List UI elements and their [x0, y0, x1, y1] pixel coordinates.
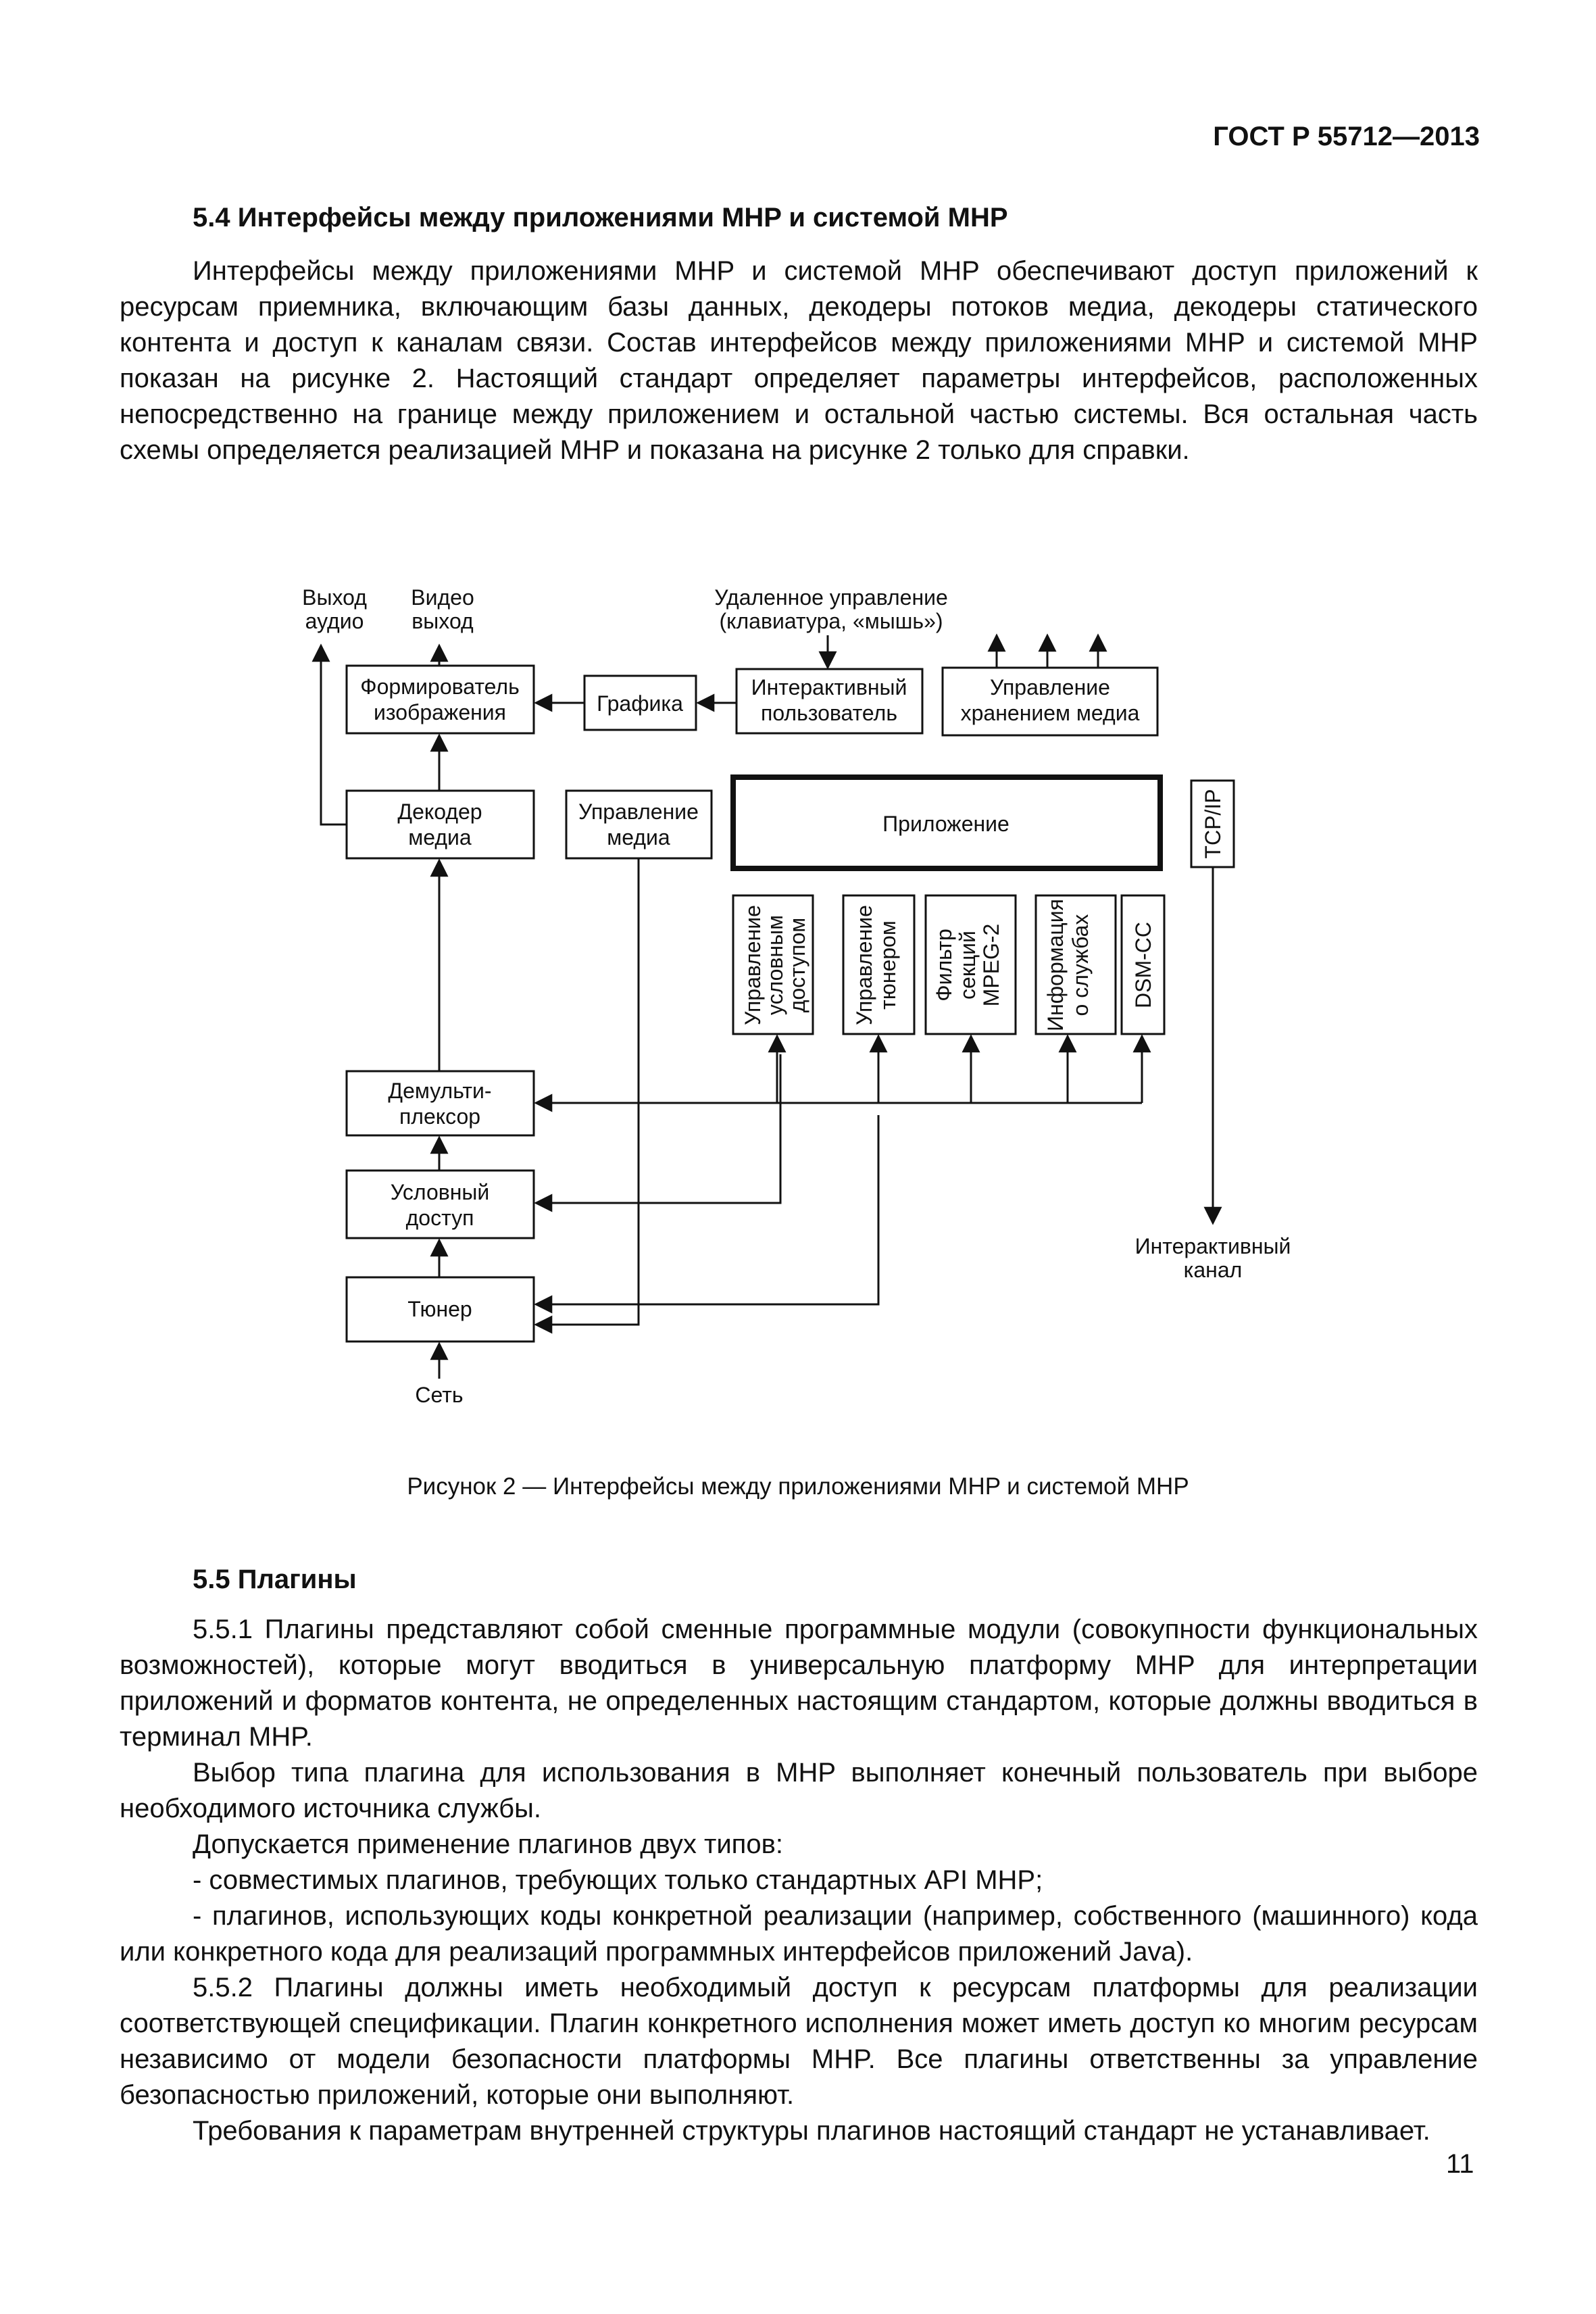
box-service-info — [1034, 894, 1117, 1035]
mhp-interfaces-diagram: Выход аудио Видео выход Удаленное управл… — [302, 585, 1291, 1407]
label-audio-out-2: аудио — [305, 609, 364, 633]
text-ca-mgmt-3: доступом — [785, 918, 809, 1013]
section-5-4-paragraph: Интерфейсы между приложениями MHP и сист… — [120, 256, 1478, 465]
label-remote-1: Удаленное управление — [714, 585, 948, 610]
label-remote-2: (клавиатура, «мышь») — [719, 609, 943, 633]
text-dsmcc: DSM-CC — [1131, 922, 1155, 1008]
text-interactive-user-2: пользователь — [761, 701, 897, 725]
text-interactive-user-1: Интерактивный — [751, 675, 907, 699]
box-dsmcc — [1120, 894, 1166, 1035]
section-5-5-paragraph: 5.5.1 Плагины представляют собой сменные… — [120, 1615, 1478, 1752]
text-cond-access-1: Условный — [391, 1180, 490, 1204]
page-number: 11 — [1446, 2149, 1474, 2179]
text-image-former-1: Формирователь — [360, 674, 520, 699]
text-tuner-mgmt-1: Управление — [852, 905, 876, 1025]
figure-2-diagram: Выход аудио Видео выход Удаленное управл… — [0, 554, 1596, 1433]
text-ca-mgmt-1: Управление — [741, 905, 765, 1025]
text-image-former-2: изображения — [374, 700, 506, 724]
label-audio-out-1: Выход — [302, 585, 367, 610]
text-graphics: Графика — [597, 691, 683, 716]
text-tcpip: TCP/IP — [1201, 789, 1225, 858]
text-media-mgmt-1: Управление — [578, 799, 699, 824]
label-network: Сеть — [415, 1383, 463, 1407]
line-ca-mgmt-to-ca — [534, 1054, 782, 1212]
section-5-5-list-item: - совместимых плагинов, требующих только… — [193, 1865, 1043, 1895]
text-demux-1: Демульти- — [388, 1079, 491, 1103]
label-interactive-channel-2: канал — [1184, 1258, 1243, 1282]
label-video-out-2: выход — [412, 609, 474, 633]
text-application: Приложение — [882, 812, 1009, 836]
label-interactive-channel-1: Интерактивный — [1135, 1234, 1291, 1258]
line-media-mgmt-to-tuner — [534, 858, 640, 1334]
section-5-5-list-item: - плагинов, использующих коды конкретной… — [120, 1901, 1478, 1967]
text-filter-3: MPEG-2 — [979, 924, 1003, 1007]
label-video-out-1: Видео — [411, 585, 474, 610]
section-5-4-body: Интерфейсы между приложениями MHP и сист… — [120, 253, 1478, 468]
text-media-mgmt-2: медиа — [607, 825, 670, 850]
text-service-info-2: о службах — [1068, 914, 1093, 1016]
box-section-filter — [924, 894, 1017, 1035]
text-media-decoder-1: Декодер — [397, 799, 482, 824]
box-cond-access-mgmt — [732, 894, 814, 1035]
section-5-5-paragraph: Допускается применение плагинов двух тип… — [193, 1829, 783, 1859]
text-media-decoder-2: медиа — [408, 825, 472, 850]
box-tuner-mgmt — [842, 894, 916, 1035]
text-cond-access-2: доступ — [406, 1206, 474, 1230]
arrow-to-audio-out — [311, 643, 347, 826]
section-5-5-paragraph: Требования к параметрам внутренней струк… — [193, 2116, 1430, 2146]
text-ca-mgmt-2: условным — [763, 915, 787, 1015]
text-filter-1: Фильтр — [932, 929, 956, 1002]
section-5-4-title: 5.4 Интерфейсы между приложениями MHP и … — [193, 203, 1008, 232]
text-storage-mgmt-1: Управление — [990, 675, 1110, 699]
section-5-5-paragraph: 5.5.2 Плагины должны иметь необходимый д… — [120, 1973, 1478, 2110]
text-tuner-mgmt-2: тюнером — [876, 920, 900, 1010]
text-service-info-1: Информация — [1043, 899, 1068, 1031]
text-demux-2: плексор — [399, 1104, 480, 1129]
document-standard-id: ГОСТ Р 55712—2013 — [1213, 122, 1480, 151]
line-tuner-mgmt-to-tuner — [534, 1115, 880, 1314]
figure-caption: Рисунок 2 — Интерфейсы между приложениям… — [407, 1473, 1189, 1500]
section-5-5-paragraph: Выбор типа плагина для использования в M… — [120, 1758, 1478, 1823]
text-filter-2: секций — [955, 931, 980, 1000]
box-application — [730, 774, 1163, 871]
section-5-5-body: 5.5.1 Плагины представляют собой сменные… — [120, 1612, 1478, 2149]
text-storage-mgmt-2: хранением медиа — [961, 701, 1140, 725]
text-tuner: Тюнер — [407, 1297, 472, 1321]
box-storage-mgmt — [941, 666, 1159, 737]
section-5-5-title: 5.5 Плагины — [193, 1565, 357, 1594]
